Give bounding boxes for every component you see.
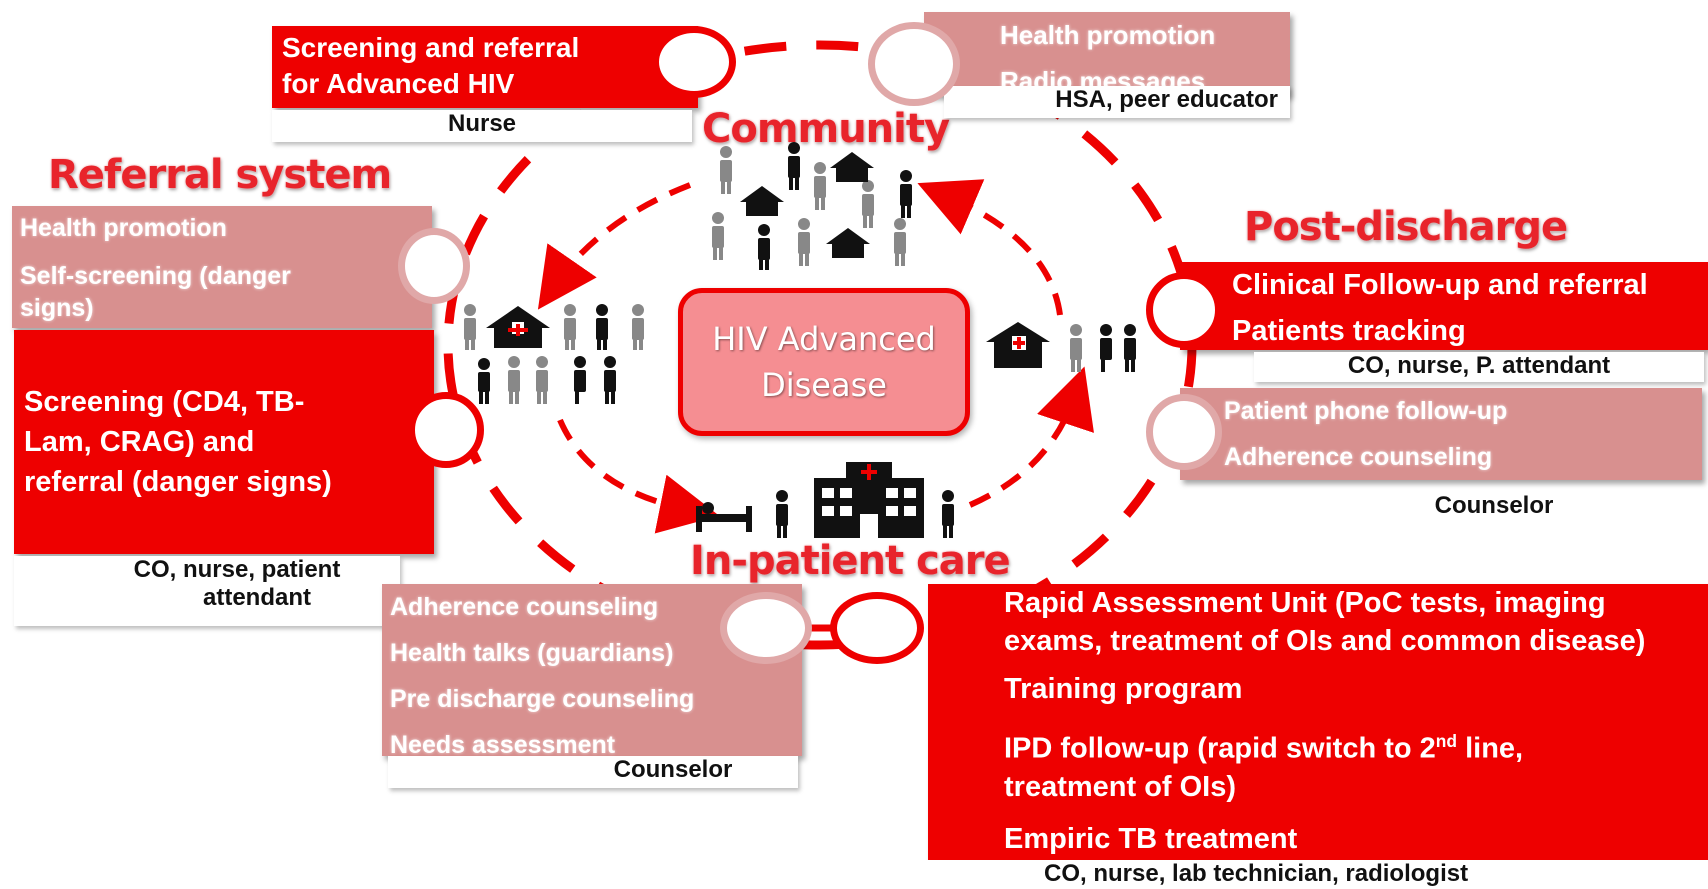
hospital-icons	[696, 462, 954, 538]
screening-advanced-staff: Nurse	[272, 110, 692, 142]
inpatient-counseling-staff: Counselor	[388, 756, 798, 788]
rapid-line-3: Training program	[1004, 673, 1243, 705]
referral-promo-line-3: signs)	[20, 294, 94, 322]
referral-people-icons	[464, 304, 644, 404]
connector-knob	[1146, 272, 1222, 348]
inpatient-care-title: In-patient care	[690, 538, 1011, 584]
rapid-line-6: Empiric TB treatment	[1004, 822, 1298, 855]
referral-staff-line-1: CO, nurse, patient	[133, 556, 341, 583]
referral-screening-line-3: referral (danger signs)	[24, 466, 332, 498]
rapid-line-5: treatment of OIs)	[1004, 770, 1237, 803]
connector-knob	[868, 22, 960, 106]
rapid-line-4b: line,	[1457, 732, 1524, 765]
referral-staff-line-2: attendant	[203, 584, 311, 611]
connector-knob	[652, 26, 736, 98]
clinical-followup-line-1: Clinical Follow-up and referral	[1232, 269, 1648, 301]
connector-knob	[398, 228, 470, 304]
connector-knob	[720, 592, 812, 664]
post-discharge-title: Post-discharge	[1244, 204, 1568, 250]
clinical-followup-staff: CO, nurse, P. attendant	[1254, 352, 1704, 382]
referral-screening-line-2: Lam, CRAG) and	[24, 426, 255, 458]
center-line-2: Disease	[761, 366, 887, 404]
inpatient-counsel-line-4: Needs assessment	[390, 731, 616, 759]
rapid-line-1: Rapid Assessment Unit (PoC tests, imagin…	[1004, 587, 1606, 619]
inpatient-counsel-line-3: Pre discharge counseling	[390, 685, 695, 713]
rapid-assessment-staff: CO, nurse, lab technician, radiologist	[924, 860, 1708, 889]
arrow-inpatient-to-postdischarge	[968, 366, 1094, 508]
rapid-line-4a: IPD follow-up (rapid switch to 2	[1004, 732, 1436, 765]
community-people-icons	[712, 142, 912, 270]
phone-followup-line-2: Adherence counseling	[1224, 443, 1493, 471]
inpatient-counsel-line-1: Adherence counseling	[390, 593, 659, 621]
inpatient-counsel-line-2: Health talks (guardians)	[390, 639, 674, 667]
phone-followup-staff: Counselor	[1254, 492, 1708, 524]
community-promotion-box: Health promotion Radio messages	[924, 12, 1290, 96]
center-line-1: HIV Advanced	[712, 320, 936, 358]
screening-advanced-box: Screening and referral for Advanced HIV	[272, 26, 698, 108]
connector-knob	[830, 592, 924, 664]
community-title: Community	[702, 106, 950, 152]
clinical-followup-line-2: Patients tracking	[1232, 315, 1466, 347]
screening-advanced-line-1: Screening and referral	[282, 32, 580, 63]
connector-knob	[1146, 394, 1222, 470]
referral-screening-staff: CO, nurse, patient attendant	[14, 556, 400, 626]
rapid-line-4-sup: nd	[1435, 731, 1458, 751]
referral-screening-box: Screening (CD4, TB- Lam, CRAG) and refer…	[14, 330, 434, 554]
referral-system-title: Referral system	[48, 152, 392, 198]
referral-promotion-box: Health promotion Self-screening (danger …	[12, 206, 432, 328]
rapid-assessment-box: Rapid Assessment Unit (PoC tests, imagin…	[928, 584, 1708, 860]
connector-knob	[408, 392, 484, 468]
phone-followup-line-1: Patient phone follow-up	[1224, 397, 1508, 425]
referral-promo-line-1: Health promotion	[20, 214, 227, 242]
arrow-community-to-referral	[537, 182, 692, 310]
rapid-line-2: exams, treatment of OIs and common disea…	[1004, 625, 1646, 657]
rapid-line-4: IPD follow-up (rapid switch to 2nd line,	[1004, 722, 1708, 768]
hiv-advanced-disease-box: HIV Advanced Disease	[678, 288, 970, 436]
clinical-followup-box: Clinical Follow-up and referral Patients…	[1180, 262, 1708, 350]
community-promotion-staff: HSA, peer educator	[944, 86, 1290, 118]
community-promo-line-1: Health promotion	[1000, 20, 1216, 50]
arrow-postdischarge-to-community	[917, 179, 1063, 316]
postdischarge-people-icons	[986, 322, 1136, 372]
arrow-referral-to-inpatient	[557, 418, 720, 534]
referral-screening-line-1: Screening (CD4, TB-	[24, 386, 305, 418]
phone-followup-box: Patient phone follow-up Adherence counse…	[1180, 388, 1702, 480]
referral-promo-line-2: Self-screening (danger	[20, 262, 291, 290]
screening-advanced-line-2: for Advanced HIV	[282, 68, 515, 99]
